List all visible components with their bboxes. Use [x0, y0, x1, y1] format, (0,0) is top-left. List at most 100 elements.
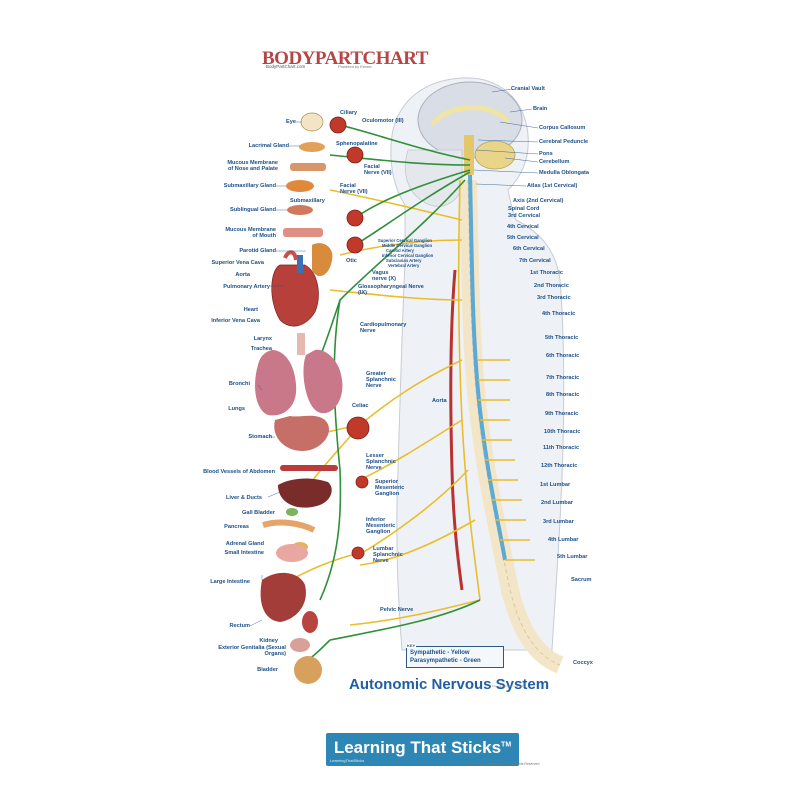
leader-lines — [249, 88, 539, 627]
spinal-cord — [468, 174, 507, 561]
bladder-organ — [294, 656, 322, 684]
label-heart: Heart — [243, 307, 258, 313]
label-parotid: Parotid Gland — [239, 248, 276, 254]
label-ciliary: Ciliary — [340, 110, 358, 116]
label-rectum: Rectum — [229, 623, 250, 629]
label-mucous-nose: Mucous Membrane of Nose and Palate — [227, 160, 278, 172]
label-bronchi: Bronchi — [228, 381, 250, 387]
copyright: ©2013 BodyPartChart.com All Rights Reser… — [466, 762, 540, 766]
label-sublingual: Sublingual Gland — [230, 207, 276, 213]
label-l3: 3rd Lumbar — [543, 519, 574, 525]
label-brain: Brain — [533, 106, 548, 112]
fineprint: For educational use only — [492, 684, 525, 688]
label-genitalia: Exterior Genitalia (Sexual Organs) — [218, 645, 286, 657]
label-lesser-splanchnic: Lesser Splanchnic Nerve — [366, 453, 396, 471]
label-t12: 12th Thoracic — [541, 463, 578, 469]
label-ivc: Inferior Vena Cava — [211, 318, 260, 324]
label-submaxillary: Submaxillary — [290, 198, 325, 204]
label-cerebral-peduncle: Cerebral Peduncle — [539, 139, 589, 145]
label-atlas: Atlas (1st Cervical) — [527, 183, 578, 189]
label-t9: 9th Thoracic — [545, 411, 579, 417]
label-gall: Gall Bladder — [242, 510, 275, 516]
parasympathetic-nerves — [299, 124, 481, 666]
label-l5: 5th Lumbar — [557, 554, 588, 560]
label-sacrum: Sacrum — [571, 577, 592, 583]
label-c6: 6th Cervical — [513, 246, 545, 252]
brand-logo: BODYPARTCHART — [262, 48, 428, 69]
label-t7: 7th Thoracic — [546, 375, 580, 381]
label-l1: 1st Lumbar — [540, 482, 571, 488]
lungs-organ — [255, 350, 297, 416]
label-spinal-cord: Spinal Cord — [508, 206, 540, 212]
label-adrenal: Adrenal Gland — [225, 541, 264, 547]
brand-url: BodyPartChart.com — [266, 64, 306, 69]
label-oculomotor: Oculomotor (III) — [362, 118, 404, 124]
label-cg1: Superior Cervical Ganglion — [378, 238, 432, 243]
legend-sympathetic: Sympathetic - Yellow — [410, 650, 470, 656]
ganglia — [329, 116, 370, 560]
label-aorta-left: Aorta — [235, 272, 250, 278]
label-cg5: Subclavian Artery — [386, 258, 422, 263]
liver-organ — [278, 478, 332, 508]
label-t10: 10th Thoracic — [544, 429, 581, 435]
label-vessels-abdomen: Blood Vessels of Abdomen — [203, 469, 275, 475]
label-sup-mesenteric: Superior Mesenteric Ganglion — [375, 479, 405, 497]
label-axis: Axis (2nd Cervical) — [513, 198, 564, 204]
label-eye: Eye — [286, 119, 296, 125]
label-stomach: Stomach — [248, 434, 272, 440]
label-corpus-callosum: Corpus Callosum — [539, 125, 586, 131]
label-l2: 2nd Lumbar — [541, 500, 574, 506]
label-cg2: Middle Cervical Ganglion — [382, 243, 433, 248]
label-mucous-mouth: Mucous Membrane of Mouth — [225, 227, 276, 239]
label-pulmonary: Pulmonary Artery — [223, 284, 270, 290]
label-otic: Otic — [346, 258, 357, 264]
organs — [255, 112, 343, 684]
label-facial-7a: Facial Nerve (VII) — [364, 164, 392, 176]
label-kidney: Kidney — [259, 638, 278, 644]
label-t3: 3rd Thoracic — [537, 295, 571, 301]
label-t4: 4th Thoracic — [542, 311, 576, 317]
brand-powered-by: Powered by Eevee — [338, 64, 372, 69]
label-l4: 4th Lumbar — [548, 537, 579, 543]
label-pelvic: Pelvic Nerve — [380, 607, 414, 613]
label-coccyx: Coccyx — [573, 660, 593, 666]
cerebellum — [474, 140, 516, 170]
label-cardio: Cardiopulmonary Nerve — [360, 322, 407, 334]
banner-sub: LearningThatSticks — [330, 758, 365, 763]
label-lungs: Lungs — [228, 406, 245, 412]
label-aorta-mid: Aorta — [432, 398, 447, 404]
large-intestine-organ — [260, 572, 306, 622]
label-t8: 8th Thoracic — [546, 392, 580, 398]
label-c3: 3rd Cervical — [508, 213, 541, 219]
label-t6: 6th Thoracic — [546, 353, 580, 359]
learning-that-sticks-banner: Learning That SticksTM LearningThatStick… — [326, 733, 519, 766]
label-lacrimal: Lacrimal Gland — [248, 143, 289, 149]
label-cg4: Inferior Cervical Ganglion — [382, 253, 434, 258]
corpus-callosum — [429, 105, 510, 127]
legend-parasympathetic: Parasympathetic - Green — [410, 658, 481, 664]
legend-box: KEY Sympathetic - Yellow Parasympathetic… — [406, 643, 504, 668]
label-c7: 7th Cervical — [519, 258, 551, 264]
kidney-organ — [302, 611, 318, 633]
label-facial-7b: Facial Nerve (VII) — [340, 183, 368, 195]
label-cerebellum: Cerebellum — [539, 159, 570, 165]
aorta-vessel — [449, 269, 464, 591]
label-pancreas: Pancreas — [224, 524, 249, 530]
label-cranial-vault: Cranial Vault — [511, 86, 545, 92]
label-sphenopalatine: Sphenopalatine — [336, 141, 378, 147]
label-t1: 1st Thoracic — [530, 270, 563, 276]
label-bladder: Bladder — [257, 667, 278, 673]
label-pons: Pons — [539, 151, 553, 157]
label-medulla: Medulla Oblongata — [539, 170, 590, 176]
eye-organ — [300, 112, 324, 132]
label-submaxillary-gland: Submaxillary Gland — [223, 183, 276, 189]
label-c5: 5th Cervical — [507, 235, 539, 241]
label-large-intestine: Large Intestine — [210, 579, 250, 585]
label-greater-splanchnic: Greater Splanchnic Nerve — [366, 371, 396, 389]
label-svc: Superior Vena Cava — [211, 260, 264, 266]
label-liver: Liver & Ducts — [225, 495, 262, 501]
label-vagus: Vagus nerve (X) — [372, 270, 396, 282]
banner-tm: TM — [501, 741, 512, 749]
label-cg6: Vertebral Artery — [388, 263, 420, 268]
